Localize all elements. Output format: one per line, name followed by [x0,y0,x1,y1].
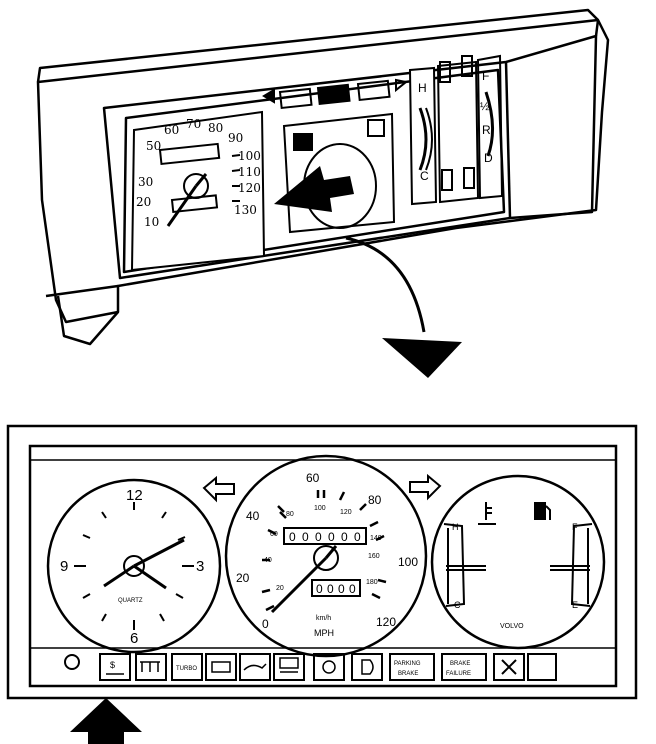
svg-text:BRAKE: BRAKE [398,671,418,677]
right-turn-icon [395,78,409,93]
trip-digit: 0 [327,582,334,596]
kmh-label-180: 180 [366,579,378,586]
combi-cold: C [454,600,461,610]
bottom-panel [6,424,638,700]
mph-label-20: 20 [236,571,250,585]
combi-gauge [430,474,606,650]
kmh-label-140: 140 [370,535,382,542]
top-speed-label-30: 30 [138,175,153,189]
svg-text:TURBO: TURBO [176,666,197,672]
brake-failure-lamp: BRAKE FAILURE [441,653,487,681]
mph-label-80: 80 [368,493,382,507]
top-temp-cold: C [420,169,429,183]
trip-digit: 0 [316,582,323,596]
svg-text:$: $ [110,660,115,670]
left-turn-icon [262,88,275,104]
clock-6: 6 [130,630,138,647]
speed-unit-mph: MPH [314,628,334,638]
top-fuel-gauge [476,54,504,200]
glow-plug-lamp [135,653,167,681]
kmh-label-120: 120 [340,509,352,516]
kmh-label-80: 80 [286,511,294,518]
top-fuel-half: ½ [480,101,489,113]
kmh-label-20: 20 [276,585,284,592]
coolant-temp-icon [478,502,496,525]
mph-label-100: 100 [398,555,418,569]
turbo-lamp: TURBO [171,653,203,681]
top-speed-label-70: 70 [186,117,201,131]
curved-down-arrow [345,236,462,378]
speedometer-gauge [224,454,428,658]
mph-label-60: 60 [306,471,320,485]
top-speed-label-120: 120 [238,181,261,195]
odometer-digit: 0 [302,530,309,544]
combi-hot: H [452,522,459,532]
odometer-digit: 0 [289,530,296,544]
combi-full: F [572,522,578,532]
odometer-digit: 0 [328,530,335,544]
odometer-digits: 0 0 0 0 0 0 [289,530,361,544]
kmh-label-60: 60 [270,531,278,538]
left-turn-icon [202,475,235,503]
clock-gauge [46,478,222,654]
top-speed-label-20: 20 [136,195,151,209]
mph-scale: 0 20 40 60 80 100 120 [236,471,418,631]
speed-unit-kmh: km/h [316,615,331,622]
combi-brand: VOLVO [500,623,524,630]
odometer-digit: 0 [341,530,348,544]
top-speed-label-110: 110 [238,165,261,179]
up-pointer-arrow [70,698,142,744]
charging-lamp [205,653,237,681]
warning-light-row: $ TURBO [99,653,557,681]
odometer-digit: 0 [354,530,361,544]
svg-text:PARKING: PARKING [394,661,421,667]
parking-brake-lamp: PARKING BRAKE [389,653,435,681]
right-turn-icon [409,473,442,501]
top-speed-label-60: 60 [164,123,179,137]
trip-digits: 0 0 0 0 [316,582,356,596]
kmh-label-40: 40 [264,557,272,564]
lamp-check [313,653,345,681]
top-fuel-empty: D [484,151,493,165]
indicator-dot [64,654,80,670]
inset-pointer-arrow [274,166,354,212]
clock-12: 12 [126,487,143,504]
blank-lamp [527,653,557,681]
mph-label-40: 40 [246,509,260,523]
top-speed-label-10: 10 [144,215,159,229]
mph-label-0: 0 [262,617,269,631]
top-fuel-full: F [482,69,489,83]
top-speed-label-100: 100 [238,149,261,163]
combi-empty: E [572,600,578,610]
top-temp-gauge [408,66,438,206]
svg-text:BRAKE: BRAKE [450,661,470,667]
top-speedometer [130,110,266,272]
trip-digit: 0 [338,582,345,596]
rear-fog-lamp [493,653,525,681]
kmh-scale: 20 40 60 80 100 120 140 160 180 [264,505,382,592]
kmh-label-160: 160 [368,553,380,560]
top-speed-scale: 10 20 30 50 60 70 80 90 100 110 120 130 [136,117,261,229]
top-speed-label-50: 50 [146,139,161,153]
kmh-label-100: 100 [314,505,326,512]
clock-3: 3 [196,558,204,575]
top-center-strip [436,55,480,204]
top-temp-hot: H [418,81,427,95]
trip-digit: 0 [349,582,356,596]
clock-9: 9 [60,558,68,575]
mph-label-120: 120 [376,615,396,629]
bulb-failure-lamp [273,653,305,681]
top-speed-label-90: 90 [228,131,243,145]
seat-belt-lamp: $ [99,653,131,681]
headlight-lamp [351,653,383,681]
top-speed-label-130: 130 [234,203,257,217]
top-speed-label-80: 80 [208,121,223,135]
odometer-digit: 0 [315,530,322,544]
top-fuel-reserve: R [482,123,491,137]
svg-text:FAILURE: FAILURE [446,671,471,677]
fuel-pump-icon [534,502,551,520]
clock-label: QUARTZ [118,598,143,604]
oil-pressure-lamp [239,653,271,681]
